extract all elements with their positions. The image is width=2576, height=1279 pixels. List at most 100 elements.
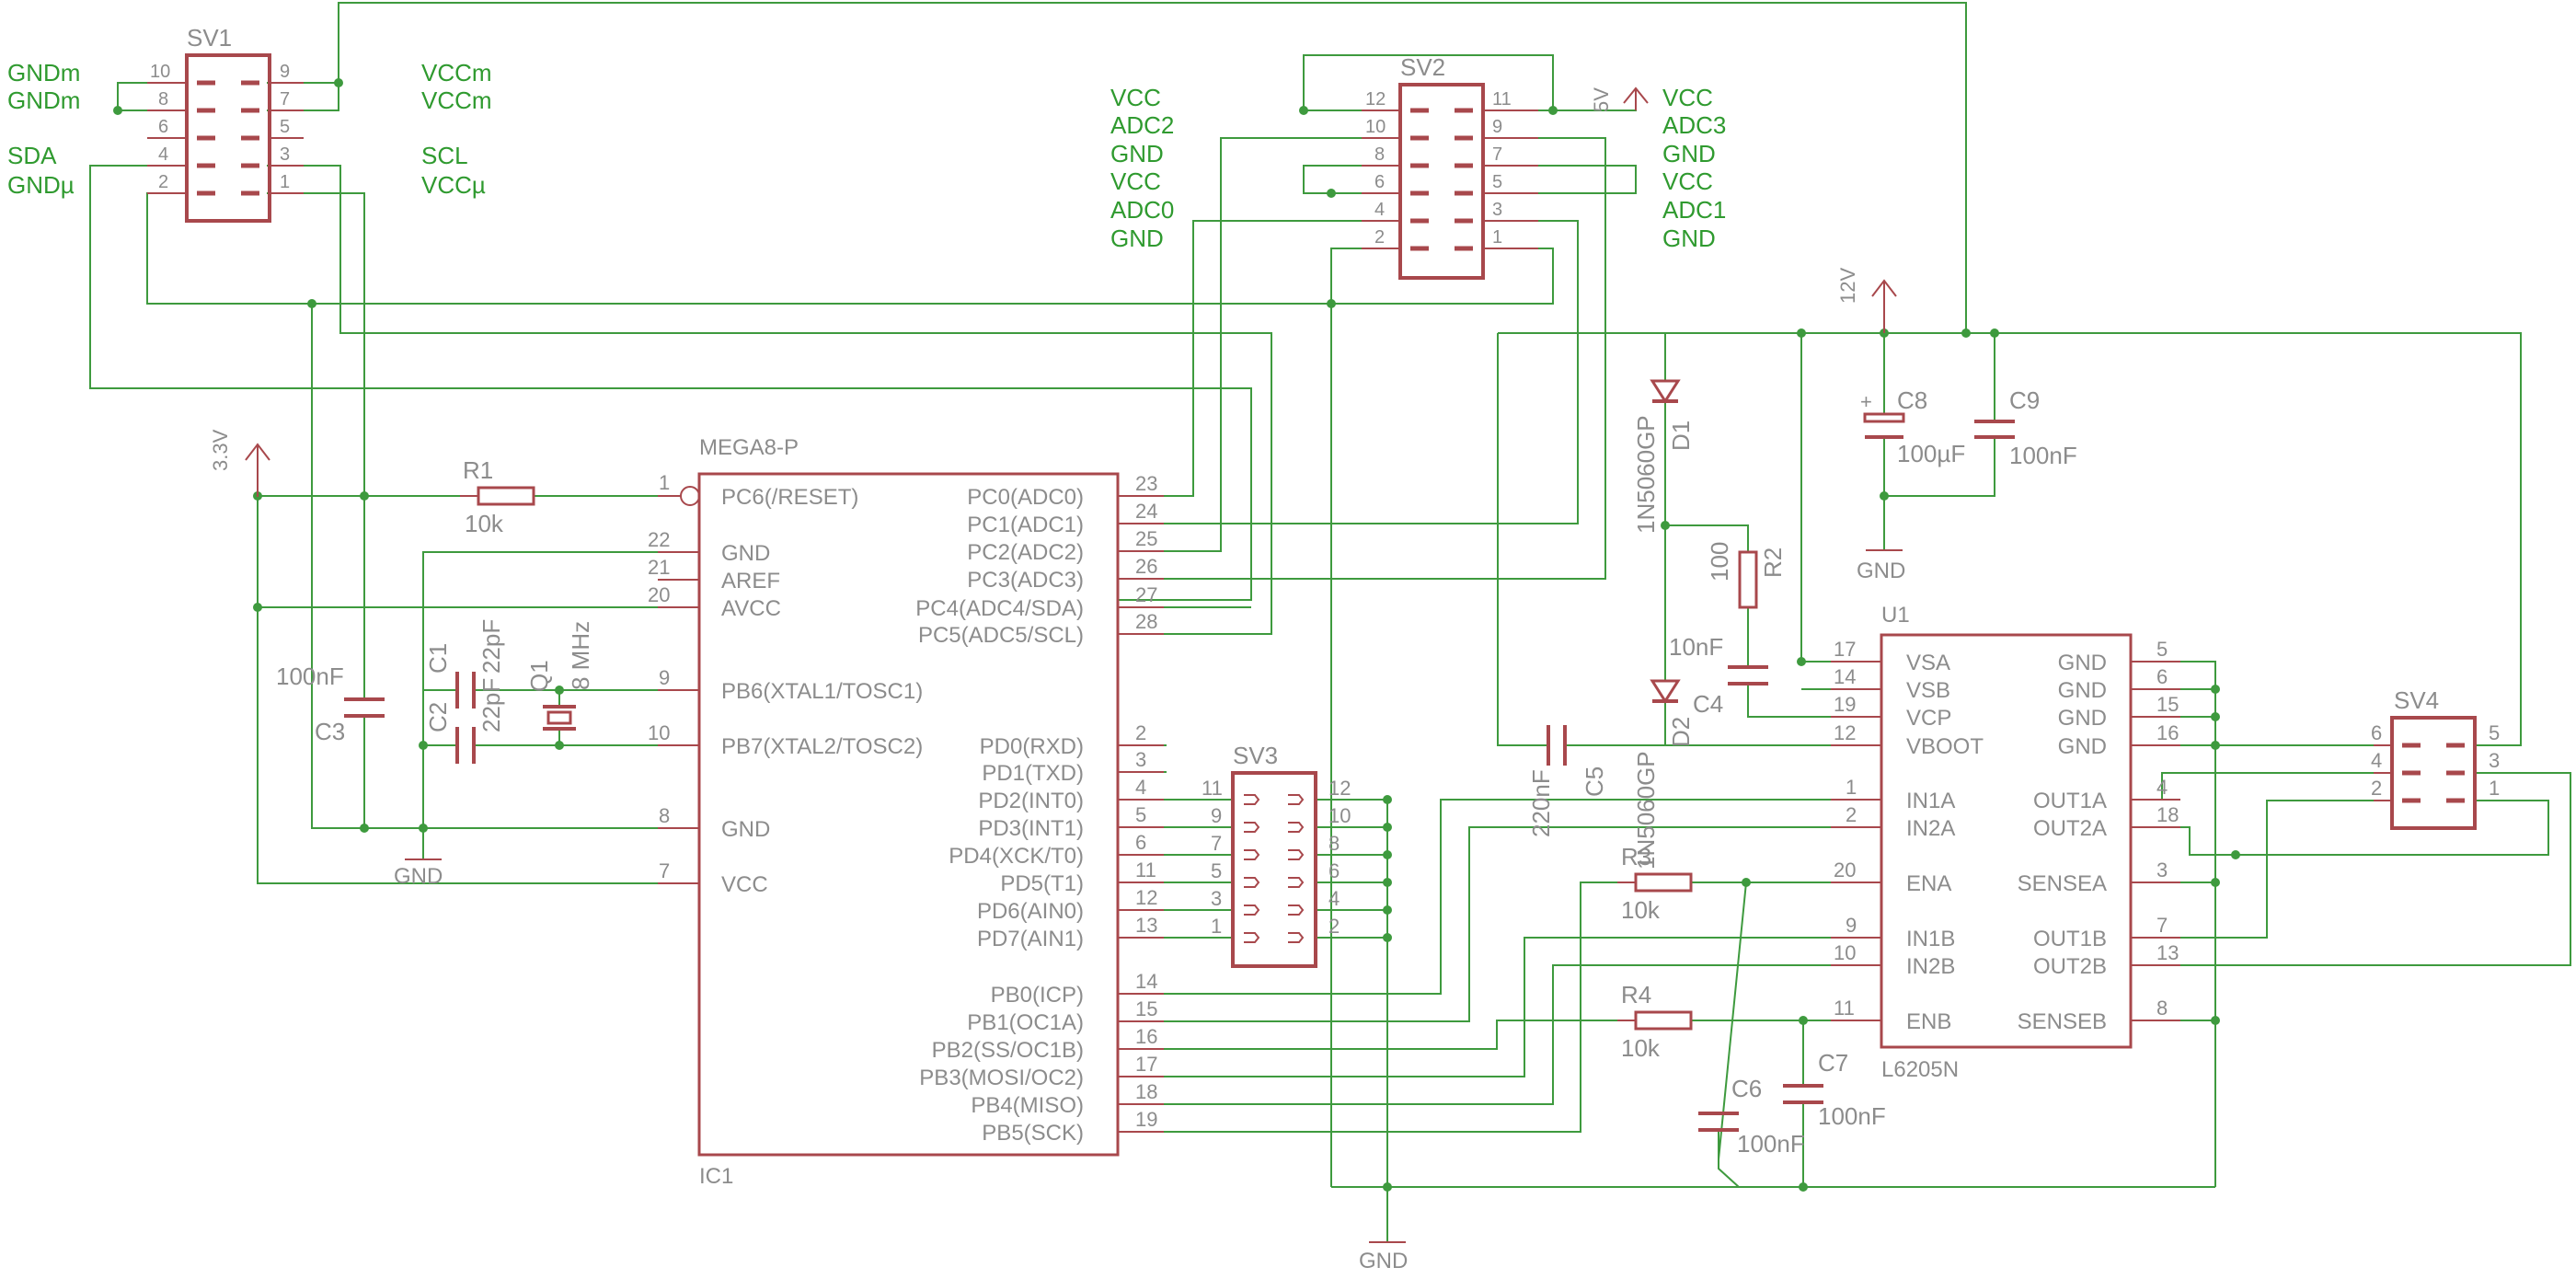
sv2-pin-num: 11 [1492, 89, 1512, 109]
ic1-pin-label: PB5(SCK) [982, 1121, 1084, 1146]
u1-pin-label: GND [2058, 734, 2107, 759]
d1-diode-icon [1650, 379, 1681, 404]
junction-dot [2211, 878, 2220, 887]
sv2-pin-num: 1 [1492, 227, 1502, 248]
c9-value: 100nF [2009, 442, 2077, 469]
junction-dot [2211, 741, 2220, 750]
u1-pin-num: 1 [1846, 776, 1857, 799]
u1-pin-label: IN1B [1906, 927, 1955, 951]
ic1-right-labels: PC0(ADC0) PC1(ADC1) PC2(ADC2) PC3(ADC3) … [915, 485, 1084, 1146]
pin-hook-icon [1244, 794, 1260, 805]
ic1-pin-num: 11 [1135, 858, 1156, 881]
r2-body [1738, 550, 1758, 609]
sv3-pin-num: 9 [1211, 804, 1222, 827]
pin-hook-icon [1244, 932, 1260, 943]
u1-pin-label: VBOOT [1906, 734, 1984, 759]
sv2-pin-num: 6 [1374, 172, 1385, 192]
ic1-name: IC1 [699, 1164, 733, 1189]
c5-value: 220nF [1527, 769, 1555, 837]
wire [1538, 165, 1637, 194]
ic1-pin-num: 23 [1135, 472, 1157, 495]
ic1-pin-label: VCC [721, 872, 768, 897]
junction-dot [360, 491, 369, 501]
ic1-pin-label: PB3(MOSI/OC2) [919, 1066, 1084, 1090]
u1-pin-label: OUT2B [2033, 954, 2107, 979]
sv1-net-label: VCCm [421, 86, 492, 114]
connector-sv4: SV4 6 4 2 5 3 1 [2371, 686, 2500, 830]
wire [267, 82, 339, 111]
ic1-pin-label: PB2(SS/OC1B) [932, 1038, 1084, 1063]
u1-pin-num: 13 [2156, 941, 2179, 964]
wire [2236, 800, 2549, 856]
junction-dot [1661, 521, 1670, 530]
sv2-net-label: VCC [1110, 167, 1161, 195]
supply-3v3-label: 3.3V [209, 429, 232, 471]
ic1-pin-num: 14 [1135, 970, 1157, 993]
supply-12v-label: 12V [1836, 268, 1859, 304]
gnd-label: GND [1359, 1249, 1408, 1273]
sv1-pin-num: 4 [158, 144, 168, 165]
u1-pin-label: ENB [1906, 1009, 1951, 1034]
junction-dot [1799, 1016, 1808, 1025]
sv2-net-label: GND [1110, 225, 1164, 252]
u1-pin-num: 11 [1834, 997, 1855, 1020]
ic1-pin-label: PD6(AIN0) [977, 899, 1084, 924]
c2-value: 22pF [477, 678, 505, 732]
c6-value: 100nF [1737, 1130, 1805, 1158]
sv2-pin-num: 8 [1374, 144, 1385, 165]
pin-hook-icon [1288, 849, 1305, 860]
sv1-net-label: SDA [7, 142, 57, 169]
c3-name: C3 [315, 718, 345, 745]
u1-left-pin-numbers: 17 14 19 12 1 2 20 9 10 11 [1834, 638, 1857, 1020]
sv4-pin-num: 4 [2371, 749, 2382, 772]
ic1-pin-label: GND [721, 817, 770, 842]
sv1-net-label: GNDµ [7, 171, 75, 199]
ic1-pin-num: 24 [1135, 500, 1157, 523]
ic1-right-pin-numbers: 23 24 25 26 27 28 2 3 4 5 6 11 12 13 14 … [1135, 472, 1157, 1131]
sv1-net-label: GNDm [7, 59, 80, 86]
pin-hook-icon [1288, 822, 1305, 833]
c7-value: 100nF [1818, 1102, 1886, 1130]
sv1-net-label: SCL [421, 142, 468, 169]
sv2-net-label: GND [1662, 225, 1716, 252]
ic1-pin-label: PD5(T1) [1000, 871, 1084, 896]
q1-value: 8 MHz [567, 621, 594, 690]
pin-hook-icon [1244, 877, 1260, 888]
wire [267, 192, 365, 496]
sv2-net-label: ADC0 [1110, 196, 1174, 224]
sv2-pin-num: 9 [1492, 117, 1502, 137]
pin-hook-icon [1244, 905, 1260, 916]
wire [1118, 137, 1362, 552]
junction-dot [1799, 1182, 1808, 1192]
ic1-pin-num: 28 [1135, 610, 1157, 633]
ic1-pin-num: 21 [648, 556, 670, 579]
r4-name: R4 [1621, 981, 1651, 1008]
ic1-pin-label: PD7(AIN1) [977, 927, 1084, 951]
wire [1118, 220, 1579, 524]
junction-dot [113, 106, 122, 115]
sv4-name: SV4 [2394, 686, 2439, 714]
sv2-pin-num: 12 [1365, 89, 1386, 109]
u1-pin-num: 14 [1834, 665, 1856, 688]
u1-pin-label: VSB [1906, 678, 1950, 703]
u1-pin-num: 5 [2156, 638, 2168, 661]
d2-name: D2 [1667, 717, 1695, 747]
ic1-pin-label: PB1(OC1A) [967, 1010, 1084, 1035]
ic1-body [697, 472, 1120, 1157]
sv2-net-label: VCC [1662, 167, 1713, 195]
d2-diode-icon [1650, 679, 1681, 704]
ic1-pin-num: 22 [648, 528, 670, 551]
u1-pin-num: 15 [2156, 693, 2179, 716]
c1-name: C1 [424, 643, 452, 674]
reset-inversion-icon [680, 486, 700, 506]
sv2-pin-num: 5 [1492, 172, 1502, 192]
ic1-pin-label: PB7(XTAL2/TOSC2) [721, 734, 923, 759]
ic1-pin-label: PD2(INT0) [978, 789, 1084, 813]
r4-value: 10k [1621, 1034, 1661, 1062]
wire [1330, 248, 1554, 305]
pin-hook-icon [1244, 822, 1260, 833]
q1-name: Q1 [525, 660, 553, 692]
u1-pin-label: OUT1A [2033, 789, 2107, 813]
